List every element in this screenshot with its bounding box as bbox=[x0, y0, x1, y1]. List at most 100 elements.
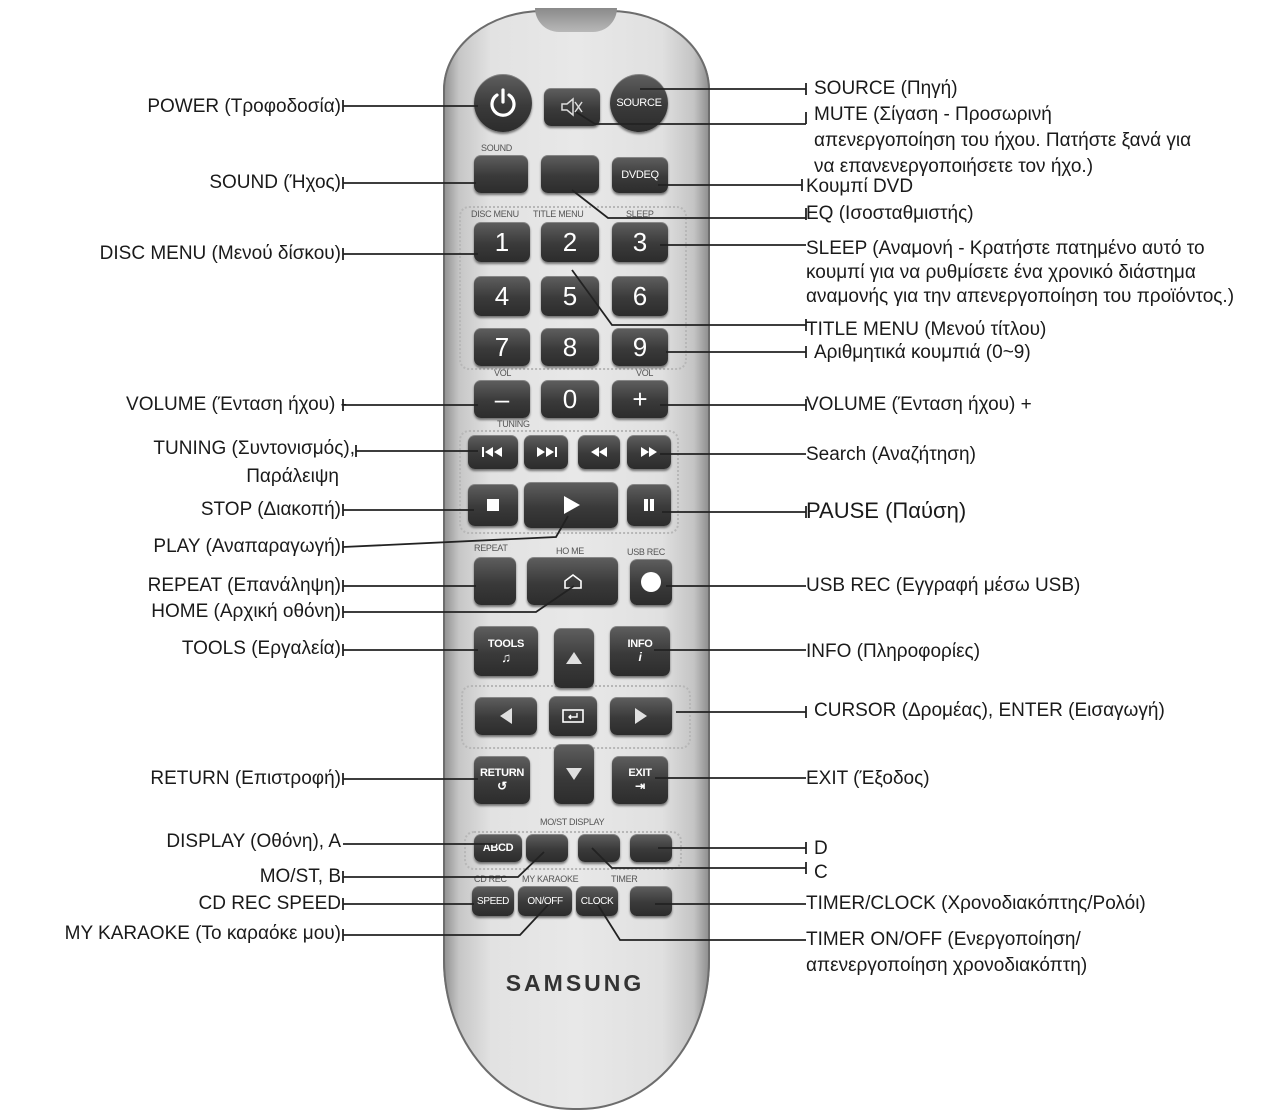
usb-rec-key-label: USB REC bbox=[627, 547, 665, 557]
arrow-left-icon bbox=[500, 708, 512, 724]
source-button-label: SOURCE bbox=[616, 97, 662, 109]
cd-rec-key-label: CD REC bbox=[474, 874, 507, 884]
callout-exit: EXIT (Έξοδος) bbox=[806, 768, 930, 789]
home-key-label: HO ME bbox=[556, 546, 585, 556]
callout-mute-line2: απενεργοποίηση του ήχου. Πατήστε ξανά γι… bbox=[814, 130, 1192, 151]
search-forward-button[interactable] bbox=[627, 435, 671, 469]
usb-rec-button[interactable] bbox=[630, 559, 672, 605]
number-key-9[interactable]: 9 bbox=[612, 328, 668, 366]
number-key-8[interactable]: 8 bbox=[541, 328, 599, 366]
volume-down-button[interactable]: – bbox=[474, 380, 530, 418]
play-button[interactable] bbox=[524, 482, 618, 528]
tools-icon: ♫ bbox=[501, 649, 511, 665]
callout-sleep-line1: SLEEP (Αναμονή - Κρατήστε πατημένο αυτό … bbox=[806, 238, 1205, 259]
number-key-0[interactable]: 0 bbox=[541, 380, 599, 418]
timer-clock-button[interactable] bbox=[630, 886, 672, 916]
callout-numeric-keys: Αριθμητικά κουμπιά (0~9) bbox=[814, 342, 1031, 363]
number-key-5[interactable]: 5 bbox=[541, 276, 599, 316]
mute-button[interactable] bbox=[544, 88, 600, 126]
source-button[interactable]: SOURCE bbox=[610, 74, 668, 132]
cursor-down-button[interactable] bbox=[554, 744, 594, 804]
home-button[interactable] bbox=[527, 557, 618, 605]
mo-st-b-button[interactable] bbox=[526, 834, 568, 862]
return-button[interactable]: RETURN ↺ bbox=[474, 756, 530, 804]
cursor-right-button[interactable] bbox=[610, 697, 672, 735]
repeat-button[interactable] bbox=[474, 557, 516, 605]
skip-forward-icon bbox=[537, 447, 557, 457]
callout-my-karaoke: MY KARAOKE (Το καραόκε μου) bbox=[64, 923, 341, 944]
abcd-display-button[interactable]: ABCD bbox=[474, 834, 522, 862]
cursor-left-button[interactable] bbox=[475, 697, 537, 735]
number-key-2[interactable]: 2 bbox=[541, 222, 599, 262]
callout-info: INFO (Πληροφορίες) bbox=[806, 641, 981, 662]
number-key-7[interactable]: 7 bbox=[474, 328, 530, 366]
number-key-3[interactable]: 3 bbox=[612, 222, 668, 262]
speed-label: SPEED bbox=[477, 895, 509, 907]
callout-c: C bbox=[814, 862, 828, 883]
sound-button[interactable] bbox=[474, 155, 528, 193]
sleep-key-label: SLEEP bbox=[626, 209, 654, 219]
enter-button[interactable] bbox=[549, 696, 597, 736]
plus-label: + bbox=[632, 383, 648, 414]
callout-source: SOURCE (Πηγή) bbox=[814, 78, 958, 99]
tools-button[interactable]: TOOLS ♫ bbox=[474, 626, 538, 676]
mo-st-display-key-label: MO/ST DISPLAY bbox=[540, 817, 605, 827]
play-icon bbox=[564, 496, 580, 514]
pause-icon bbox=[644, 499, 654, 511]
callout-timer-onoff-line2: απενεργοποίηση χρονοδιακόπτη) bbox=[806, 955, 1088, 976]
callout-timer-onoff-line1: TIMER ON/OFF (Ενεργοποίηση/ bbox=[806, 929, 1081, 950]
callout-d: D bbox=[814, 838, 828, 859]
number-key-6[interactable]: 6 bbox=[612, 276, 668, 316]
vol-right-key-label: VOL bbox=[636, 368, 654, 378]
callout-display: DISPLAY (Οθόνη), A bbox=[166, 831, 341, 852]
info-button[interactable]: INFO i bbox=[610, 626, 670, 676]
callout-pause: PAUSE (Παύση) bbox=[806, 498, 967, 523]
abcd-group-outline bbox=[464, 831, 682, 870]
number-3-label: 3 bbox=[632, 226, 648, 257]
callout-home: HOME (Αρχική οθόνη) bbox=[151, 601, 341, 622]
tuning-key-label: TUNING bbox=[497, 419, 530, 429]
number-group-outline bbox=[459, 206, 687, 370]
skip-forward-button[interactable] bbox=[524, 435, 568, 469]
stop-button[interactable] bbox=[468, 484, 518, 526]
minus-label: – bbox=[494, 383, 510, 414]
title-menu-key-label: TITLE MENU bbox=[533, 209, 584, 219]
search-back-button[interactable] bbox=[578, 435, 620, 469]
dvdeq-button[interactable]: DVDEQ bbox=[612, 157, 668, 193]
callout-title-menu: TITLE MENU (Μενού τίτλου) bbox=[806, 319, 1047, 340]
remote-ir-window bbox=[535, 8, 617, 32]
vol-left-key-label: VOL bbox=[494, 368, 512, 378]
callout-power: POWER (Τροφοδοσία) bbox=[147, 96, 341, 117]
my-karaoke-button[interactable]: ON/OFF bbox=[518, 886, 572, 916]
enter-icon bbox=[562, 709, 584, 723]
rewind-icon bbox=[591, 447, 607, 457]
callout-volume-minus: VOLUME (Ένταση ήχου) - bbox=[126, 394, 347, 415]
power-button[interactable] bbox=[474, 74, 532, 132]
timer-on-off-button[interactable]: CLOCK bbox=[576, 886, 618, 916]
cursor-up-button[interactable] bbox=[554, 628, 594, 688]
on-off-label: ON/OFF bbox=[527, 895, 563, 907]
timer-key-label: TIMER bbox=[611, 874, 638, 884]
c-button[interactable] bbox=[578, 834, 620, 862]
callout-eq: EQ (Ισοσταθμιστής) bbox=[806, 203, 974, 224]
exit-label: EXIT bbox=[628, 767, 652, 779]
exit-button[interactable]: EXIT ⇥ bbox=[612, 756, 668, 804]
number-key-4[interactable]: 4 bbox=[474, 276, 530, 316]
eq-button[interactable] bbox=[541, 155, 599, 193]
volume-up-button[interactable]: + bbox=[612, 380, 668, 418]
callout-tuning-line2: Παράλειψη bbox=[246, 466, 339, 487]
callout-sleep-line2: κουμπί για να ρυθμίσετε ένα χρονικό διάσ… bbox=[806, 262, 1196, 283]
clock-label: CLOCK bbox=[580, 895, 614, 907]
pause-button[interactable] bbox=[627, 484, 671, 526]
skip-back-button[interactable] bbox=[468, 435, 518, 469]
abcd-label: ABCD bbox=[482, 842, 514, 854]
cd-rec-speed-button[interactable]: SPEED bbox=[472, 886, 514, 916]
callout-volume-plus: VOLUME (Ένταση ήχου) + bbox=[806, 394, 1032, 415]
my-karaoke-key-label: MY KARAOKE bbox=[522, 874, 579, 884]
number-key-1[interactable]: 1 bbox=[474, 222, 530, 262]
dvdeq-label: DVDEQ bbox=[621, 169, 659, 181]
callout-tools: TOOLS (Εργαλεία) bbox=[181, 638, 341, 659]
exit-icon: ⇥ bbox=[635, 779, 645, 793]
